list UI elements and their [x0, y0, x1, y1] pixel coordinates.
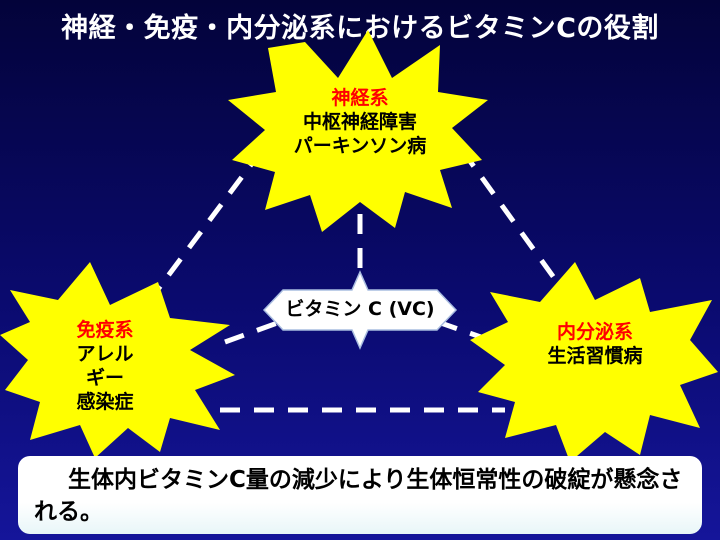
- endo-heading: 内分泌系: [556, 321, 633, 343]
- immune-node: 免疫系 アレル ギー 感染症: [40, 318, 170, 414]
- conclusion-text: 生体内ビタミンC量の減少により生体恒常性の破綻が懸念される。: [34, 467, 683, 525]
- center-label: ビタミン C (VC): [285, 298, 435, 320]
- immune-line-1: アレル: [76, 343, 134, 365]
- conclusion-box: 生体内ビタミンC量の減少により生体恒常性の破綻が懸念される。: [18, 456, 702, 534]
- endo-starburst: [470, 262, 718, 462]
- center-label-shape: [262, 270, 458, 350]
- connector-neuro-immune: [147, 148, 265, 302]
- endo-node: 内分泌系 生活習慣病: [510, 320, 680, 368]
- connector-immune-center: [224, 319, 281, 345]
- connector-neuro-endo: [459, 148, 573, 302]
- immune-starburst: [0, 262, 235, 458]
- neuro-line-1: 中枢神経障害: [302, 111, 417, 133]
- slide-title: 神経・免疫・内分泌系におけるビタミンCの役割: [61, 13, 659, 44]
- neuro-node: 神経系 中枢神経障害 パーキンソン病: [260, 86, 460, 158]
- immune-line-3: 感染症: [76, 391, 134, 413]
- neuro-line-2: パーキンソン病: [293, 135, 427, 157]
- neuro-heading: 神経系: [331, 87, 389, 109]
- neuro-starburst: [228, 30, 488, 232]
- endo-line-1: 生活習慣病: [547, 345, 643, 367]
- immune-heading: 免疫系: [76, 319, 134, 341]
- immune-line-2: ギー: [85, 367, 124, 389]
